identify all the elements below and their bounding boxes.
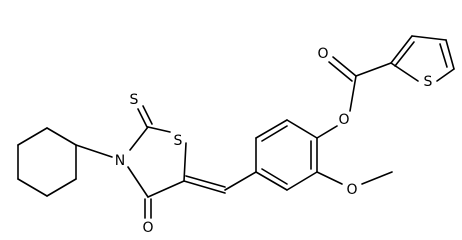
ester-group [316, 56, 392, 139]
ester-carbonyl-oxygen-label: O [317, 46, 328, 62]
thiophene-ring [390, 35, 455, 82]
methoxy-group [316, 171, 393, 185]
thiazolidinone-ring [75, 105, 187, 219]
thione-sulfur-label: S [130, 92, 139, 108]
ring-nitrogen-label: N [115, 153, 125, 169]
methylidene-bridge [183, 171, 257, 194]
ester-oxygen-label: O [338, 112, 349, 128]
benzene-ring [255, 119, 318, 191]
methoxy-oxygen-label: O [346, 182, 357, 198]
ring-carbonyl-oxygen-label: O [142, 220, 153, 236]
thiophene-sulfur-label: S [424, 74, 433, 90]
ring-sulfur-label: S [174, 133, 183, 149]
cyclohexyl-ring [17, 127, 77, 197]
